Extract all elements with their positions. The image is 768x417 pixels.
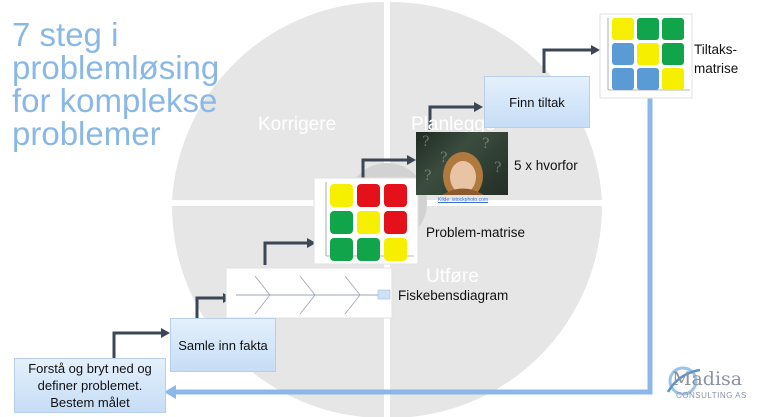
action-matrix-tile xyxy=(637,68,659,90)
quadrant-label-utfore: Utføre xyxy=(426,266,479,287)
fishbone-bone xyxy=(344,275,361,296)
action-matrix-thumbnail xyxy=(599,13,693,99)
question-mark-icon: ? xyxy=(422,134,430,150)
cycle-quadrant-top-left xyxy=(172,1,384,200)
problem-matrix-thumbnail xyxy=(313,177,419,265)
stair-arrowhead-4 xyxy=(407,155,416,165)
stair-arrow-1 xyxy=(112,331,162,358)
thinking-woman-photo: ? ? ? ? ? xyxy=(416,132,508,195)
action-matrix-tile xyxy=(662,68,684,90)
problem-matrix-tile xyxy=(384,184,407,207)
stair-arrow-2 xyxy=(195,296,224,318)
step-label-action-matrix: Tiltaks-matrise xyxy=(694,42,739,76)
stair-arrowhead-1 xyxy=(161,328,170,338)
step-box-define-problem: Forstå og bryt ned og definer problemet.… xyxy=(14,358,166,413)
problem-matrix-tile xyxy=(357,238,380,261)
problem-matrix-tile xyxy=(330,238,353,261)
action-matrix-tile xyxy=(662,18,684,40)
step-label-fishbone: Fiskebensdiagram xyxy=(398,288,509,303)
problem-matrix-tile xyxy=(330,211,353,234)
question-mark-icon: ? xyxy=(440,150,448,166)
staircase-arrowheads xyxy=(161,45,600,338)
problem-matrix-tile xyxy=(357,184,380,207)
step-label-problem-matrix: Problem-matrise xyxy=(426,225,526,240)
madisa-logo-icon xyxy=(666,366,701,396)
question-mark-icon: ? xyxy=(482,136,490,152)
fishbone-bone xyxy=(254,294,271,315)
fishbone-bone xyxy=(254,275,271,296)
action-matrix-tile xyxy=(637,18,659,40)
feedback-loop-arrow xyxy=(164,98,653,399)
stair-arrowhead-3 xyxy=(307,238,316,248)
page-title: 7 steg i problemløsing for komplekse pro… xyxy=(12,16,220,152)
action-matrix-tile xyxy=(662,43,684,65)
action-matrix-tile xyxy=(612,18,634,40)
stair-arrow-4 xyxy=(361,158,408,180)
madisa-logo-swoosh xyxy=(666,368,701,393)
problem-matrix-tile xyxy=(384,211,407,234)
fishbone-thumbnail xyxy=(225,267,393,319)
stair-arrow-3 xyxy=(263,241,308,265)
stair-arrow-5 xyxy=(428,105,475,130)
logo-subtitle: CONSULTING AS xyxy=(676,391,747,400)
problem-matrix-tile xyxy=(330,184,353,207)
problem-matrix-tile xyxy=(384,238,407,261)
step-box-collect-facts: Samle inn fakta xyxy=(170,318,276,372)
action-matrix-tile xyxy=(612,43,634,65)
photo-caption: Kilde: istockphoto.com xyxy=(438,197,489,203)
question-mark-icon: ? xyxy=(494,160,502,176)
fishbone-bone xyxy=(344,294,361,315)
stair-arrowhead-5 xyxy=(474,102,483,112)
step-label-five-whys: 5 x hvorfor xyxy=(514,158,578,173)
feedback-loop-line xyxy=(172,98,653,395)
fishbone-head xyxy=(377,289,391,300)
madisa-logo-ring xyxy=(668,366,698,396)
quadrant-label-korrigere: Korrigere xyxy=(258,114,337,135)
step-label-define-problem: Forstå og bryt ned og definer problemet.… xyxy=(28,361,152,410)
stair-arrow-6 xyxy=(542,48,592,73)
step-label-collect-facts: Samle inn fakta xyxy=(178,337,268,353)
step-label-find-actions: Finn tiltak xyxy=(509,94,565,110)
action-matrix-tile xyxy=(637,43,659,65)
action-matrix-tile xyxy=(612,68,634,90)
fishbone-card xyxy=(225,267,393,319)
cycle-quadrant-bottom-right xyxy=(390,206,602,417)
quadrant-label-planlegge: Planlegge xyxy=(411,114,496,135)
logo-name: Madisa xyxy=(672,368,743,390)
fishbone-bone xyxy=(299,275,316,296)
staircase-arrows xyxy=(112,48,592,358)
feedback-loop-arrowhead xyxy=(164,385,176,399)
stair-arrowhead-6 xyxy=(591,45,600,55)
step-box-find-actions: Finn tiltak xyxy=(484,76,590,128)
problem-matrix-tile xyxy=(357,211,380,234)
woman-figure-icon xyxy=(442,152,484,195)
question-mark-icon: ? xyxy=(424,168,432,184)
fishbone-bone xyxy=(299,294,316,315)
